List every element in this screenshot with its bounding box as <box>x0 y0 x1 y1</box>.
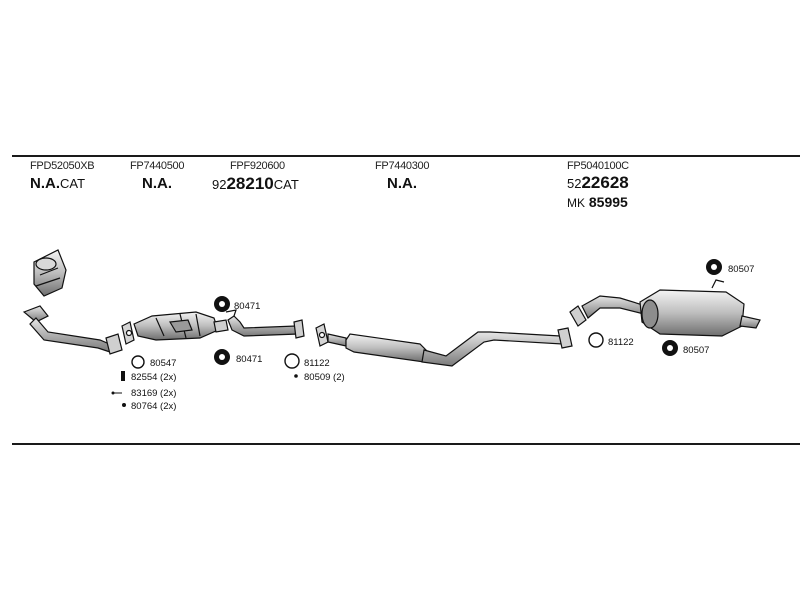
part-code: FP5040100C <box>567 160 629 172</box>
bottom-divider <box>12 443 800 445</box>
value-suffix: CAT <box>60 176 86 191</box>
part-code: FP7440300 <box>375 160 430 172</box>
spring-icon <box>121 371 125 381</box>
column-header-5: FP5040100C 5222628 MK 85995 <box>567 160 629 210</box>
part-label: 80471 <box>236 354 262 365</box>
gasket-ring-icon <box>588 332 604 348</box>
mk-value: MK 85995 <box>567 194 629 210</box>
part-value: N.A. <box>387 175 429 192</box>
column-header-2: FP7440500 N.A. <box>130 160 184 192</box>
part-83169[interactable]: 83169 (2x) <box>111 388 177 399</box>
gasket-ring-icon <box>284 353 300 369</box>
mk-prefix: MK <box>567 196 585 210</box>
part-80471-upper[interactable]: 80471 <box>214 296 260 312</box>
value-main: N.A. <box>142 175 172 192</box>
part-80764[interactable]: 80764 (2x) <box>122 401 176 412</box>
part-code: FPD52050XB <box>30 160 95 172</box>
part-label: 80471 <box>234 301 260 312</box>
nut-icon <box>294 374 298 378</box>
column-header-1: FPD52050XB N.A.CAT <box>30 160 95 192</box>
part-value: N.A. <box>142 175 184 192</box>
column-header-4: FP7440300 N.A. <box>375 160 429 192</box>
rear-silencer <box>569 279 761 337</box>
part-value: N.A.CAT <box>30 175 94 192</box>
part-code: FPF920600 <box>230 160 285 172</box>
part-label: 81122 <box>608 337 634 348</box>
part-code: FP7440500 <box>130 160 185 172</box>
part-label: 80764 (2x) <box>131 401 176 412</box>
part-80507-upper[interactable]: 80507 <box>706 259 754 275</box>
part-80509[interactable]: 80509 (2) <box>294 372 345 383</box>
flange-1 <box>121 321 135 345</box>
value-main: N.A. <box>387 175 417 192</box>
part-82554[interactable]: 82554 (2x) <box>121 371 176 383</box>
part-label: 83169 (2x) <box>131 388 176 399</box>
part-80507-lower[interactable]: 80507 <box>662 340 709 356</box>
value-main: 28210 <box>226 174 274 193</box>
part-80547[interactable]: 80547 <box>131 355 176 369</box>
top-divider <box>12 155 800 157</box>
column-header-3: FPF920600 9228210CAT <box>212 160 299 194</box>
value-main: N.A. <box>30 175 60 192</box>
mk-number: 85995 <box>588 194 628 210</box>
part-80471-lower[interactable]: 80471 <box>214 349 262 365</box>
flange-2 <box>315 323 329 347</box>
part-label: 80507 <box>728 264 754 275</box>
intermediate-pipe <box>225 309 305 339</box>
front-pipe <box>22 305 123 355</box>
nut-icon <box>122 403 126 407</box>
part-81122-rear[interactable]: 81122 <box>588 332 634 348</box>
value-suffix: CAT <box>273 177 299 192</box>
part-label: 82554 (2x) <box>131 372 176 383</box>
part-label: 80509 (2) <box>304 372 345 383</box>
catalytic-converter <box>133 311 229 341</box>
front-catalyst-shield <box>33 249 67 297</box>
value-prefix: 52 <box>567 176 582 191</box>
part-value: 5222628 <box>567 173 629 193</box>
part-label: 80507 <box>683 345 709 356</box>
value-prefix: 92 <box>212 177 227 192</box>
part-label: 81122 <box>304 358 330 369</box>
part-label: 80547 <box>150 358 176 369</box>
middle-silencer <box>327 327 573 367</box>
gasket-ring-icon <box>131 355 145 369</box>
part-value: 9228210CAT <box>212 174 299 194</box>
value-main: 22628 <box>581 173 629 192</box>
part-81122-middle[interactable]: 81122 <box>284 353 330 369</box>
